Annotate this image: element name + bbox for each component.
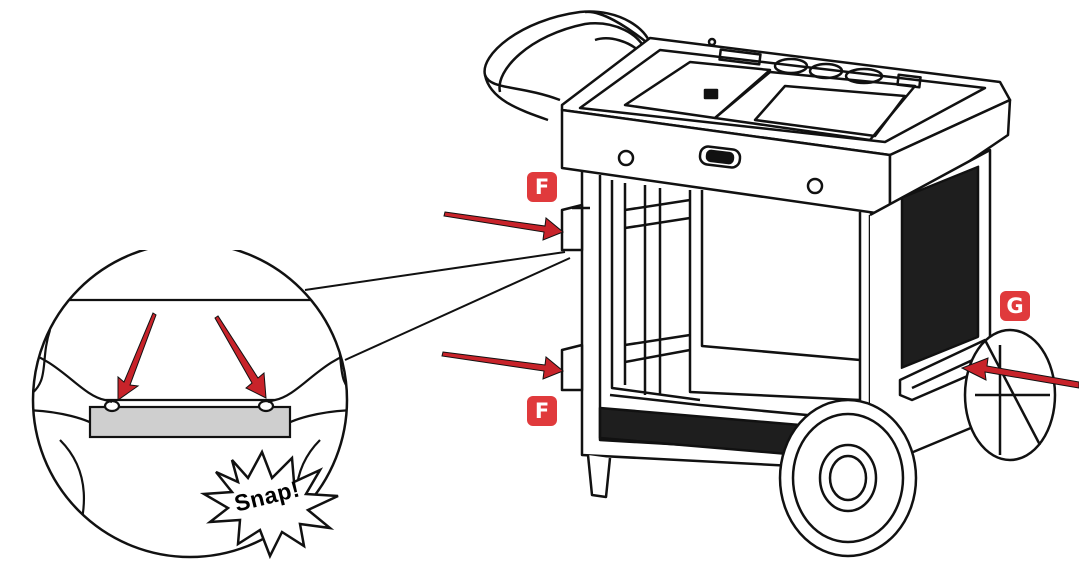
zoom-leader-lines	[304, 251, 571, 361]
arrows	[117, 211, 1079, 401]
cart-top-tray	[560, 36, 1012, 157]
callout-g: G	[1000, 291, 1030, 321]
callout-f-upper: F	[527, 172, 557, 202]
detail-arrow-left-icon	[117, 312, 157, 401]
bracket-f-upper	[560, 203, 590, 252]
wheel-rear	[963, 328, 1057, 462]
snap-starburst	[199, 449, 339, 560]
cart-handle	[483, 10, 654, 122]
cart-illustration	[483, 10, 1057, 558]
bracket-f-lower	[560, 343, 584, 392]
arrow-f-lower-icon	[441, 351, 564, 380]
detail-arrow-right-icon	[214, 315, 267, 399]
callout-f-lower: F	[527, 396, 557, 426]
arrow-g-icon	[960, 357, 1079, 389]
arrow-f-upper-icon	[443, 211, 564, 241]
wheel-front	[778, 398, 918, 558]
